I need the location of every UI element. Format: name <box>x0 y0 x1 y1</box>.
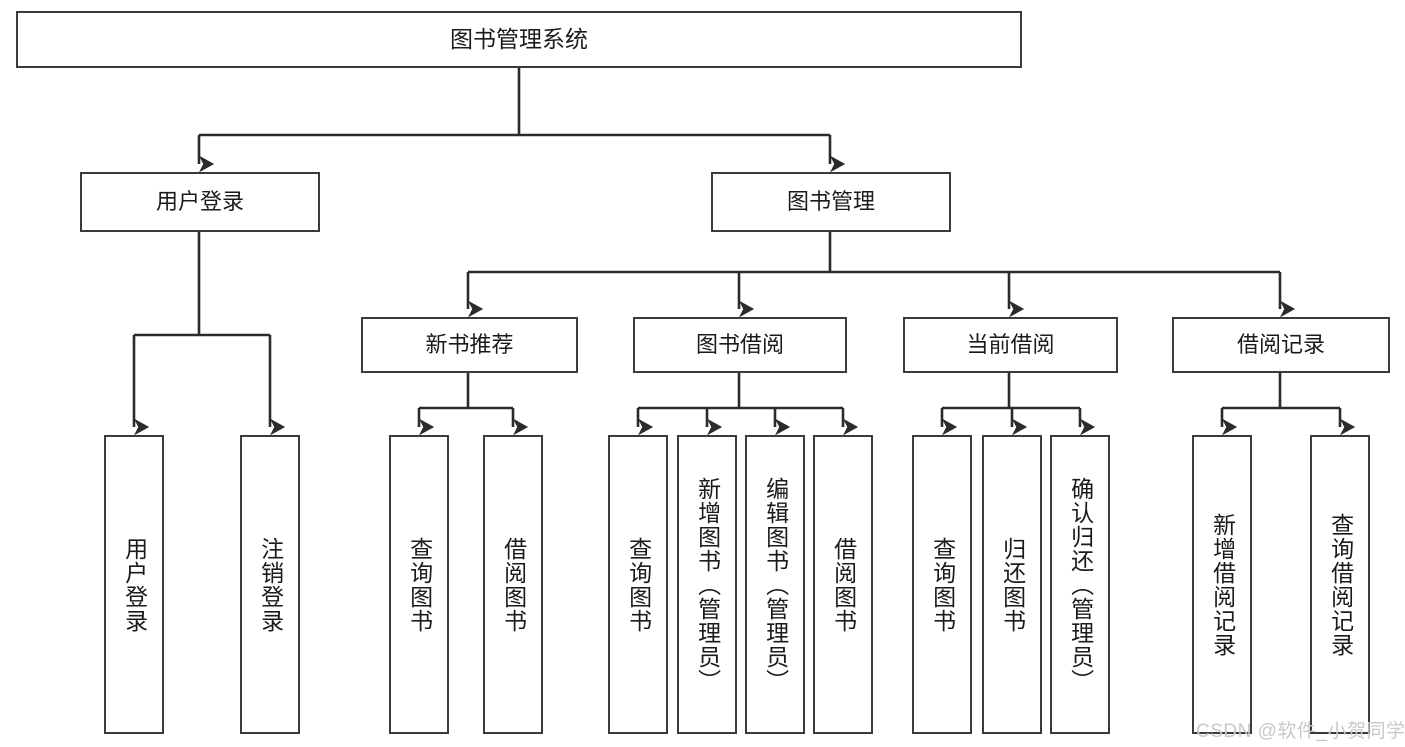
node-label: 图书管理系统 <box>450 25 588 52</box>
leaf-borrow-add-book[interactable]: 新增图书（管理员） <box>677 435 737 734</box>
node-label: 查询图书 <box>406 536 433 633</box>
node-label: 用户登录 <box>155 189 244 215</box>
node-label: 查询借阅记录 <box>1327 512 1354 657</box>
node-user-login[interactable]: 用户登录 <box>80 172 320 232</box>
node-label: 当前借阅 <box>966 332 1055 358</box>
node-label: 查询图书 <box>625 536 652 633</box>
node-borrow-record[interactable]: 借阅记录 <box>1172 317 1390 373</box>
leaf-current-confirm-return[interactable]: 确认归还（管理员） <box>1050 435 1110 734</box>
leaf-borrow-query-book[interactable]: 查询图书 <box>608 435 668 734</box>
node-book-borrow[interactable]: 图书借阅 <box>633 317 847 373</box>
leaf-user-login-logout[interactable]: 注销登录 <box>240 435 300 734</box>
leaf-current-query-book[interactable]: 查询图书 <box>912 435 972 734</box>
leaf-new-book-borrow[interactable]: 借阅图书 <box>483 435 543 734</box>
node-label: 用户登录 <box>121 536 148 633</box>
node-label: 借阅图书 <box>830 536 857 633</box>
leaf-borrow-edit-book[interactable]: 编辑图书（管理员） <box>745 435 805 734</box>
node-root-book-management-system[interactable]: 图书管理系统 <box>16 11 1022 68</box>
leaf-record-add-record[interactable]: 新增借阅记录 <box>1192 435 1252 734</box>
node-label: 编辑图书（管理员） <box>762 476 789 693</box>
node-label: 借阅图书 <box>500 536 527 633</box>
watermark-csdn: CSDN @软件_小贺同学 <box>1196 716 1405 743</box>
leaf-current-return-book[interactable]: 归还图书 <box>982 435 1042 734</box>
node-new-book-recommend[interactable]: 新书推荐 <box>361 317 578 373</box>
node-label: 新书推荐 <box>425 332 514 358</box>
leaf-borrow-borrow-book[interactable]: 借阅图书 <box>813 435 873 734</box>
node-label: 借阅记录 <box>1236 332 1325 358</box>
node-label: 查询图书 <box>929 536 956 633</box>
node-label: 注销登录 <box>257 536 284 633</box>
node-label: 图书借阅 <box>695 332 784 358</box>
node-label: 新增借阅记录 <box>1209 512 1236 657</box>
node-label: 图书管理 <box>786 189 875 215</box>
node-book-management[interactable]: 图书管理 <box>711 172 951 232</box>
leaf-user-login-login[interactable]: 用户登录 <box>104 435 164 734</box>
node-label: 确认归还（管理员） <box>1067 476 1094 693</box>
leaf-record-query-record[interactable]: 查询借阅记录 <box>1310 435 1370 734</box>
node-current-borrow[interactable]: 当前借阅 <box>903 317 1118 373</box>
watermark-text: CSDN @软件_小贺同学 <box>1196 721 1405 742</box>
node-label: 新增图书（管理员） <box>694 476 721 693</box>
leaf-new-book-query[interactable]: 查询图书 <box>389 435 449 734</box>
node-label: 归还图书 <box>999 536 1026 633</box>
